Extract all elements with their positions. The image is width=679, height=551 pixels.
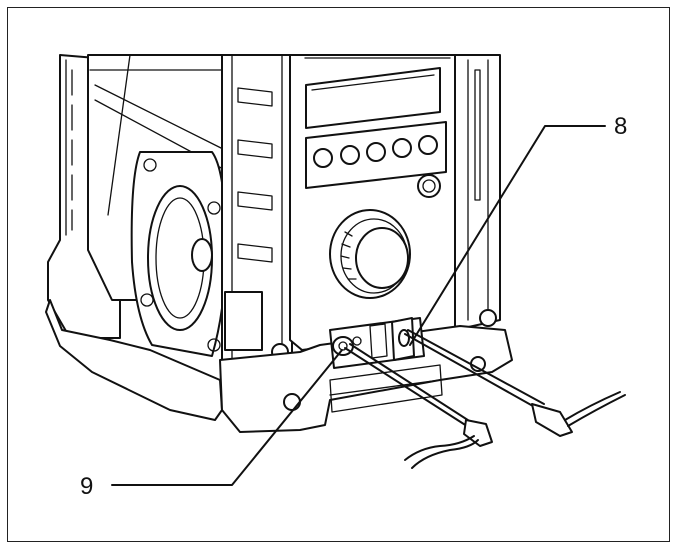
leader-line-8 (409, 125, 606, 346)
handle-column (221, 54, 293, 361)
callout-9: 9 (80, 473, 93, 500)
cable-9 (344, 343, 493, 469)
control-panel (289, 54, 461, 351)
cable-8 (404, 329, 626, 437)
callout-8: 8 (614, 113, 627, 140)
radio-body-left (45, 54, 228, 421)
handle-column-right (454, 54, 501, 331)
leader-line-9 (111, 349, 343, 486)
